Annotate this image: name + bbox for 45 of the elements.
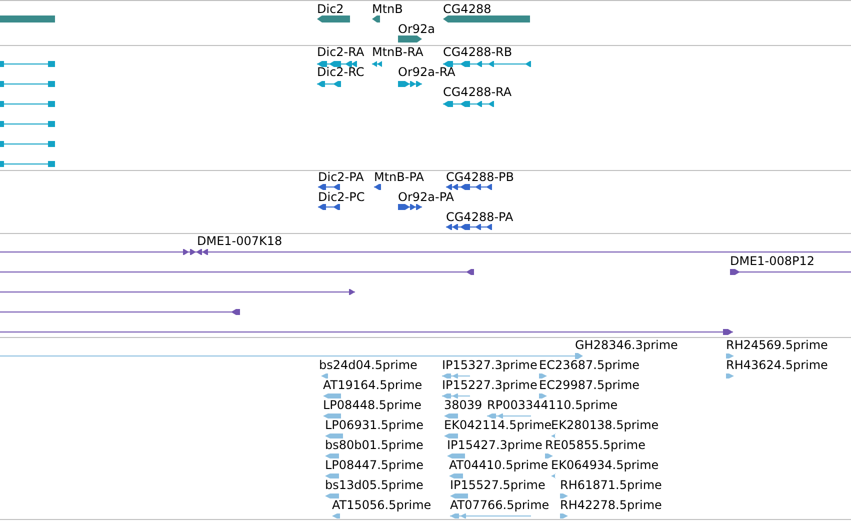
feature-label: MtnB-RA bbox=[372, 45, 424, 59]
feature-label: CG4288 bbox=[443, 2, 492, 16]
feature-label: Or92a bbox=[398, 22, 436, 36]
feature-label: AT15056.5prime bbox=[332, 498, 432, 512]
feature-label: LP08447.5prime bbox=[325, 458, 424, 472]
feature-label: IP15227.3prime bbox=[442, 378, 538, 392]
feature-label: MtnB bbox=[372, 2, 403, 16]
feature-label: EC23687.5prime bbox=[539, 358, 640, 372]
feature-label: Or92a-PA bbox=[398, 190, 454, 204]
feature-label: DME1-007K18 bbox=[197, 234, 282, 248]
feature-label: IP15527.5prime bbox=[450, 478, 546, 492]
feature-label: EK064934.5prime bbox=[551, 458, 659, 472]
feature-label: bs24d04.5prime bbox=[319, 358, 418, 372]
feature-label: RH43624.5prime bbox=[726, 358, 828, 372]
feature-label: Dic2-RC bbox=[317, 65, 364, 79]
feature-label: CG4288-PB bbox=[446, 170, 514, 184]
feature-label: LP08448.5prime bbox=[323, 398, 422, 412]
feature-label: bs80b01.5prime bbox=[325, 438, 424, 452]
feature-label: CG4288-PA bbox=[446, 210, 514, 224]
feature-label: EK042114.5prime bbox=[444, 418, 552, 432]
feature-label: AT19164.5prime bbox=[323, 378, 422, 392]
feature-label: RH42278.5prime bbox=[560, 498, 662, 512]
feature-label: EK280138.5prime bbox=[551, 418, 659, 432]
feature-label: DME1-008P12 bbox=[730, 254, 815, 268]
feature-label: Or92a-RA bbox=[398, 65, 456, 79]
feature-label: IP15327.3prime bbox=[442, 358, 538, 372]
feature-label: AT07766.5prime bbox=[450, 498, 550, 512]
feature-label: Dic2-PC bbox=[318, 190, 365, 204]
feature-label: RH61871.5prime bbox=[560, 478, 662, 492]
feature-label: bs13d05.5prime bbox=[325, 478, 424, 492]
feature-label: RE05855.5prime bbox=[545, 438, 646, 452]
feature-label: Dic2-PA bbox=[318, 170, 364, 184]
feature-label: EC29987.5prime bbox=[539, 378, 640, 392]
feature-label: Dic2 bbox=[317, 2, 344, 16]
feature-label: RH24569.5prime bbox=[726, 338, 828, 352]
feature-label: GH28346.3prime bbox=[575, 338, 678, 352]
feature-label: IP15427.3prime bbox=[447, 438, 542, 452]
feature-label: 38039 bbox=[444, 398, 482, 412]
feature-label: CG4288-RB bbox=[443, 45, 512, 59]
feature-label: LP06931.5prime bbox=[325, 418, 424, 432]
feature-label: CG4288-RA bbox=[443, 85, 512, 99]
feature-label: RP003344110.5prime bbox=[487, 398, 618, 412]
feature-label: Dic2-RA bbox=[317, 45, 364, 59]
feature-label: AT04410.5prime bbox=[449, 458, 548, 472]
feature-label: MtnB-PA bbox=[374, 170, 424, 184]
